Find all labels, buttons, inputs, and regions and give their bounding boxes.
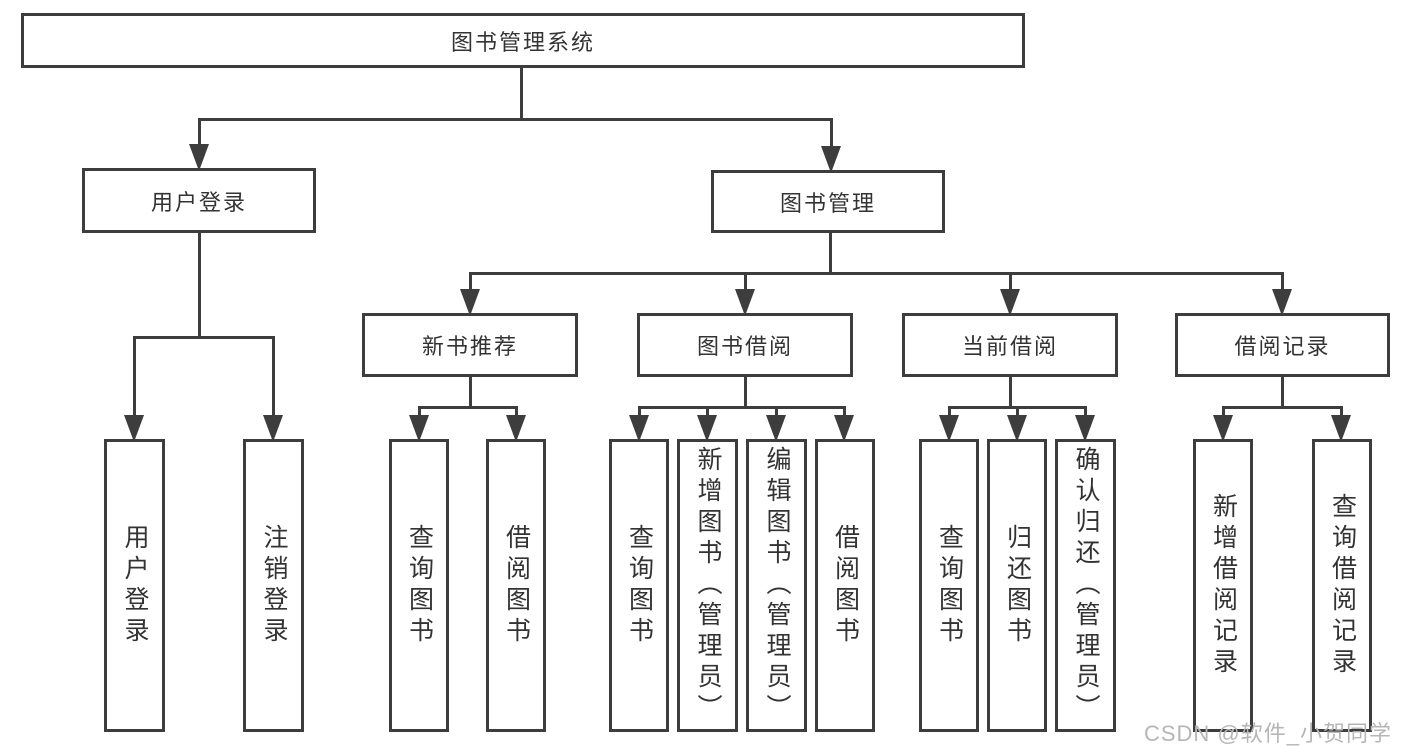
arrow-down-icon: [1331, 415, 1351, 442]
arrow-down-icon: [629, 415, 649, 442]
arrow-down-icon: [939, 415, 959, 442]
connector-to-user-login: [198, 118, 201, 146]
connector-to-leaf: [843, 406, 846, 418]
node-book-management: 图书管理: [711, 170, 945, 233]
leaf-query-book-newbook: 查询图书: [389, 439, 449, 732]
connector-newbook-stem: [469, 377, 472, 406]
connector-to-leaf: [1222, 406, 1225, 418]
connector-to-leaf: [1340, 406, 1343, 418]
connector-newbook-bus: [418, 406, 518, 409]
connector-to-leaf: [775, 406, 778, 418]
connector-to-leaf: [706, 406, 709, 418]
connector-book-bus: [469, 272, 1283, 275]
node-user-login: 用户登录: [82, 168, 316, 233]
connector-user-bus: [133, 336, 275, 339]
arrow-down-icon: [460, 289, 480, 316]
node-library-management-system: 图书管理系统: [21, 13, 1025, 68]
arrow-down-icon: [1075, 415, 1095, 442]
arrow-down-icon: [766, 415, 786, 442]
connector-root-bus: [198, 118, 832, 121]
arrow-down-icon: [735, 289, 755, 316]
connector-to-leaf: [1016, 406, 1019, 418]
leaf-borrow-book: 借阅图书: [815, 439, 875, 732]
leaf-confirm-return-admin: 确认归还（管理员）: [1055, 439, 1116, 732]
arrow-down-icon: [1007, 415, 1027, 442]
node-book-borrow: 图书借阅: [637, 313, 853, 377]
connector-root-stem: [520, 68, 523, 118]
connector-to-leaf: [1084, 406, 1087, 418]
connector-to-book-management: [830, 118, 833, 146]
leaf-borrow-book-newbook: 借阅图书: [486, 439, 546, 732]
arrow-down-icon: [834, 415, 854, 442]
arrow-down-icon: [1272, 289, 1292, 316]
connector-to-leaf: [418, 406, 421, 418]
connector-to-current-borrow: [1009, 272, 1012, 292]
node-current-borrow: 当前借阅: [902, 313, 1118, 377]
connector-user-stem: [198, 233, 201, 336]
leaf-user-login: 用户登录: [104, 439, 165, 732]
connector-record-bus: [1222, 406, 1343, 409]
arrow-down-icon: [821, 146, 841, 173]
leaf-add-book-admin: 新增图书（管理员）: [677, 439, 738, 732]
connector-borrow-stem: [744, 377, 747, 406]
arrow-down-icon: [1000, 289, 1020, 316]
arrow-down-icon: [124, 415, 144, 442]
arrow-down-icon: [189, 144, 209, 171]
leaf-add-borrow-record: 新增借阅记录: [1193, 439, 1253, 732]
arrow-down-icon: [697, 415, 717, 442]
connector-to-book-borrow: [744, 272, 747, 292]
connector-book-stem: [829, 233, 832, 272]
connector-to-leaf: [638, 406, 641, 418]
node-new-book-recommend: 新书推荐: [362, 313, 578, 377]
leaf-return-book: 归还图书: [987, 439, 1047, 732]
leaf-query-book-borrow: 查询图书: [609, 439, 669, 732]
connector-to-new-book: [469, 272, 472, 292]
node-borrow-record: 借阅记录: [1175, 313, 1390, 377]
arrow-down-icon: [409, 415, 429, 442]
connector-to-leaf: [948, 406, 951, 418]
arrow-down-icon: [1213, 415, 1233, 442]
connector-current-stem: [1009, 377, 1012, 406]
connector-to-leaf: [133, 336, 136, 416]
connector-to-leaf: [272, 336, 275, 416]
connector-to-borrow-record: [1281, 272, 1284, 292]
leaf-edit-book-admin: 编辑图书（管理员）: [746, 439, 807, 732]
connector-to-leaf: [515, 406, 518, 418]
leaf-logout: 注销登录: [243, 439, 304, 732]
arrow-down-icon: [263, 415, 283, 442]
connector-record-stem: [1281, 377, 1284, 406]
leaf-query-book-current: 查询图书: [919, 439, 979, 732]
leaf-query-borrow-record: 查询借阅记录: [1312, 439, 1372, 732]
csdn-watermark: CSDN @软件_小贺同学: [1143, 721, 1392, 746]
arrow-down-icon: [506, 415, 526, 442]
connector-borrow-bus: [638, 406, 846, 409]
